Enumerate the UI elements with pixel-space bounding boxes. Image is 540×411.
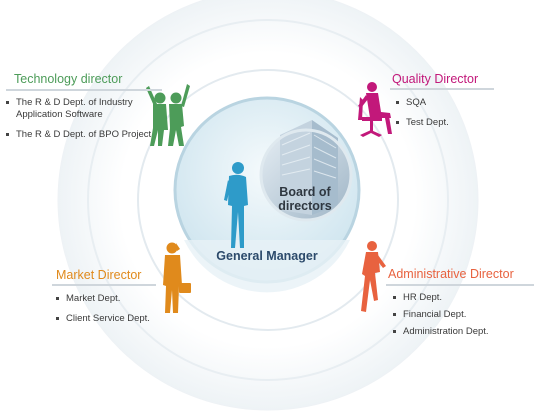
technology-director-list: The R & D Dept. of Industry Application … bbox=[6, 97, 156, 149]
list-item: The R & D Dept. of Industry Application … bbox=[6, 97, 156, 121]
inner-ring bbox=[137, 69, 399, 331]
list-item: HR Dept. bbox=[393, 292, 513, 304]
list-item: Financial Dept. bbox=[393, 309, 513, 321]
administrative-director-divider bbox=[386, 284, 534, 286]
list-item: The R & D Dept. of BPO Project bbox=[6, 129, 156, 141]
list-item: SQA bbox=[396, 97, 496, 109]
board-label-line2: directors bbox=[278, 199, 332, 213]
quality-director-list: SQA Test Dept. bbox=[396, 97, 496, 137]
technology-director-figure-icon bbox=[146, 84, 190, 146]
board-of-directors-label: Board of directors bbox=[268, 185, 342, 213]
administrative-director-figure-icon bbox=[361, 241, 386, 312]
center-circle-floor bbox=[184, 240, 350, 293]
market-director-list: Market Dept. Client Service Dept. bbox=[56, 293, 166, 333]
list-item: Administration Dept. bbox=[393, 326, 513, 338]
board-building-icon bbox=[259, 120, 353, 222]
market-director-figure-icon bbox=[163, 242, 191, 313]
general-manager-label: General Manager bbox=[216, 249, 318, 263]
market-director-divider bbox=[52, 284, 156, 286]
technology-director-title: Technology director bbox=[14, 72, 123, 86]
list-item: Client Service Dept. bbox=[56, 313, 166, 325]
middle-ring bbox=[87, 19, 449, 381]
list-item: Market Dept. bbox=[56, 293, 166, 305]
market-director-title: Market Director bbox=[56, 268, 142, 282]
manager-figure-icon bbox=[224, 162, 248, 248]
quality-director-divider bbox=[390, 88, 494, 90]
list-item: Test Dept. bbox=[396, 117, 496, 129]
technology-director-divider bbox=[6, 89, 162, 91]
quality-director-title: Quality Director bbox=[392, 72, 479, 86]
quality-director-figure-icon bbox=[358, 82, 392, 137]
administrative-director-title: Administrative Director bbox=[388, 267, 514, 281]
board-label-line1: Board of bbox=[279, 185, 331, 199]
administrative-director-list: HR Dept. Financial Dept. Administration … bbox=[393, 292, 513, 343]
